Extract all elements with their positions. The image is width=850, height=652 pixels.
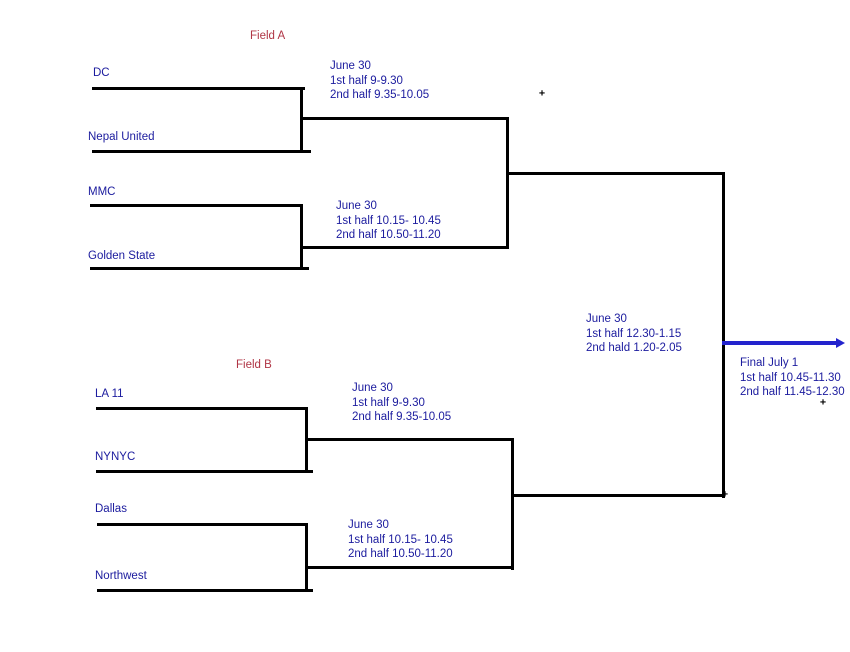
field-b-label: Field B [236,359,272,371]
team-label-nepal-united: Nepal United [88,131,155,143]
bracket-winner-line-semifinal-b [511,494,725,497]
bracket-connector-semifinal-b [511,438,514,570]
schedule-semifinal: June 30 1st half 12.30-1.15 2nd hald 1.2… [586,312,682,356]
schedule-match2: June 30 1st half 10.15- 10.45 2nd half 1… [336,199,441,243]
schedule-half1: 1st half 9-9.30 [330,74,403,87]
bracket-line-dallas [97,523,308,526]
schedule-match1: June 30 1st half 9-9.30 2nd half 9.35-10… [330,59,429,103]
schedule-date: June 30 [586,313,627,325]
bracket-winner-line-semifinal-a [506,172,725,175]
schedule-half2: 2nd half 9.35-10.05 [352,411,452,423]
team-label-northwest: Northwest [95,570,147,582]
team-label-nynyc: NYNYC [95,451,136,463]
bracket-connector-match2 [300,204,303,270]
schedule-match3: June 30 1st half 9-9.30 2nd half 9.35-10… [352,381,451,425]
schedule-date: June 30 [352,382,393,394]
schedule-final: Final July 1 1st half 10.45-11.30 2nd ha… [740,356,845,400]
team-label-dc: DC [93,67,110,79]
schedule-date: June 30 [336,200,377,212]
schedule-half2: 2nd half 10.50-11.20 [336,229,441,241]
schedule-half1: 1st half 10.15- 10.45 [348,533,453,546]
schedule-date: June 30 [348,519,389,531]
team-label-mmc: MMC [88,186,116,198]
schedule-half1: 1st half 9-9.30 [352,396,425,409]
bracket-winner-line-match3 [305,438,514,441]
schedule-half1: 1st half 10.15- 10.45 [336,214,441,227]
field-a-label: Field A [250,30,286,42]
bracket-connector-match1 [300,87,303,153]
schedule-half2: 2nd half 10.50-11.20 [348,548,453,560]
final-winner-line [722,341,837,345]
schedule-date: June 30 [330,60,371,72]
bracket-line-nynyc [96,470,313,473]
cursor-plus-mark: + [539,88,546,99]
schedule-half1: 1st half 12.30-1.15 [586,327,682,340]
bracket-connector-match4 [305,523,308,592]
bracket-line-northwest [97,589,313,592]
schedule-date: Final July 1 [740,357,799,369]
bracket-line-mmc [90,204,303,207]
schedule-half2: 2nd half 11.45-12.30 [740,386,845,398]
bracket-connector-semifinal-a [506,117,509,249]
schedule-half2: 2nd hald 1.20-2.05 [586,342,682,354]
team-label-golden-state: Golden State [88,250,156,262]
bracket-line-golden-state [90,267,309,270]
bracket-winner-line-match2 [300,246,509,249]
team-label-la-11: LA 11 [95,388,124,400]
cursor-plus-mark: + [820,397,827,408]
bracket-line-nepal-united [92,150,311,153]
bracket-winner-line-match4 [305,566,514,569]
schedule-half2: 2nd half 9.35-10.05 [330,89,430,101]
cursor-plus-mark: + [722,489,729,500]
bracket-line-la-11 [96,407,308,410]
final-winner-arrowhead-icon [836,338,845,348]
bracket-winner-line-match1 [300,117,509,120]
schedule-half1: 1st half 10.45-11.30 [740,371,841,384]
schedule-match4: June 30 1st half 10.15- 10.45 2nd half 1… [348,518,453,562]
bracket-connector-final [722,172,725,498]
bracket-line-dc [92,87,305,90]
team-label-dallas: Dallas [95,503,127,515]
